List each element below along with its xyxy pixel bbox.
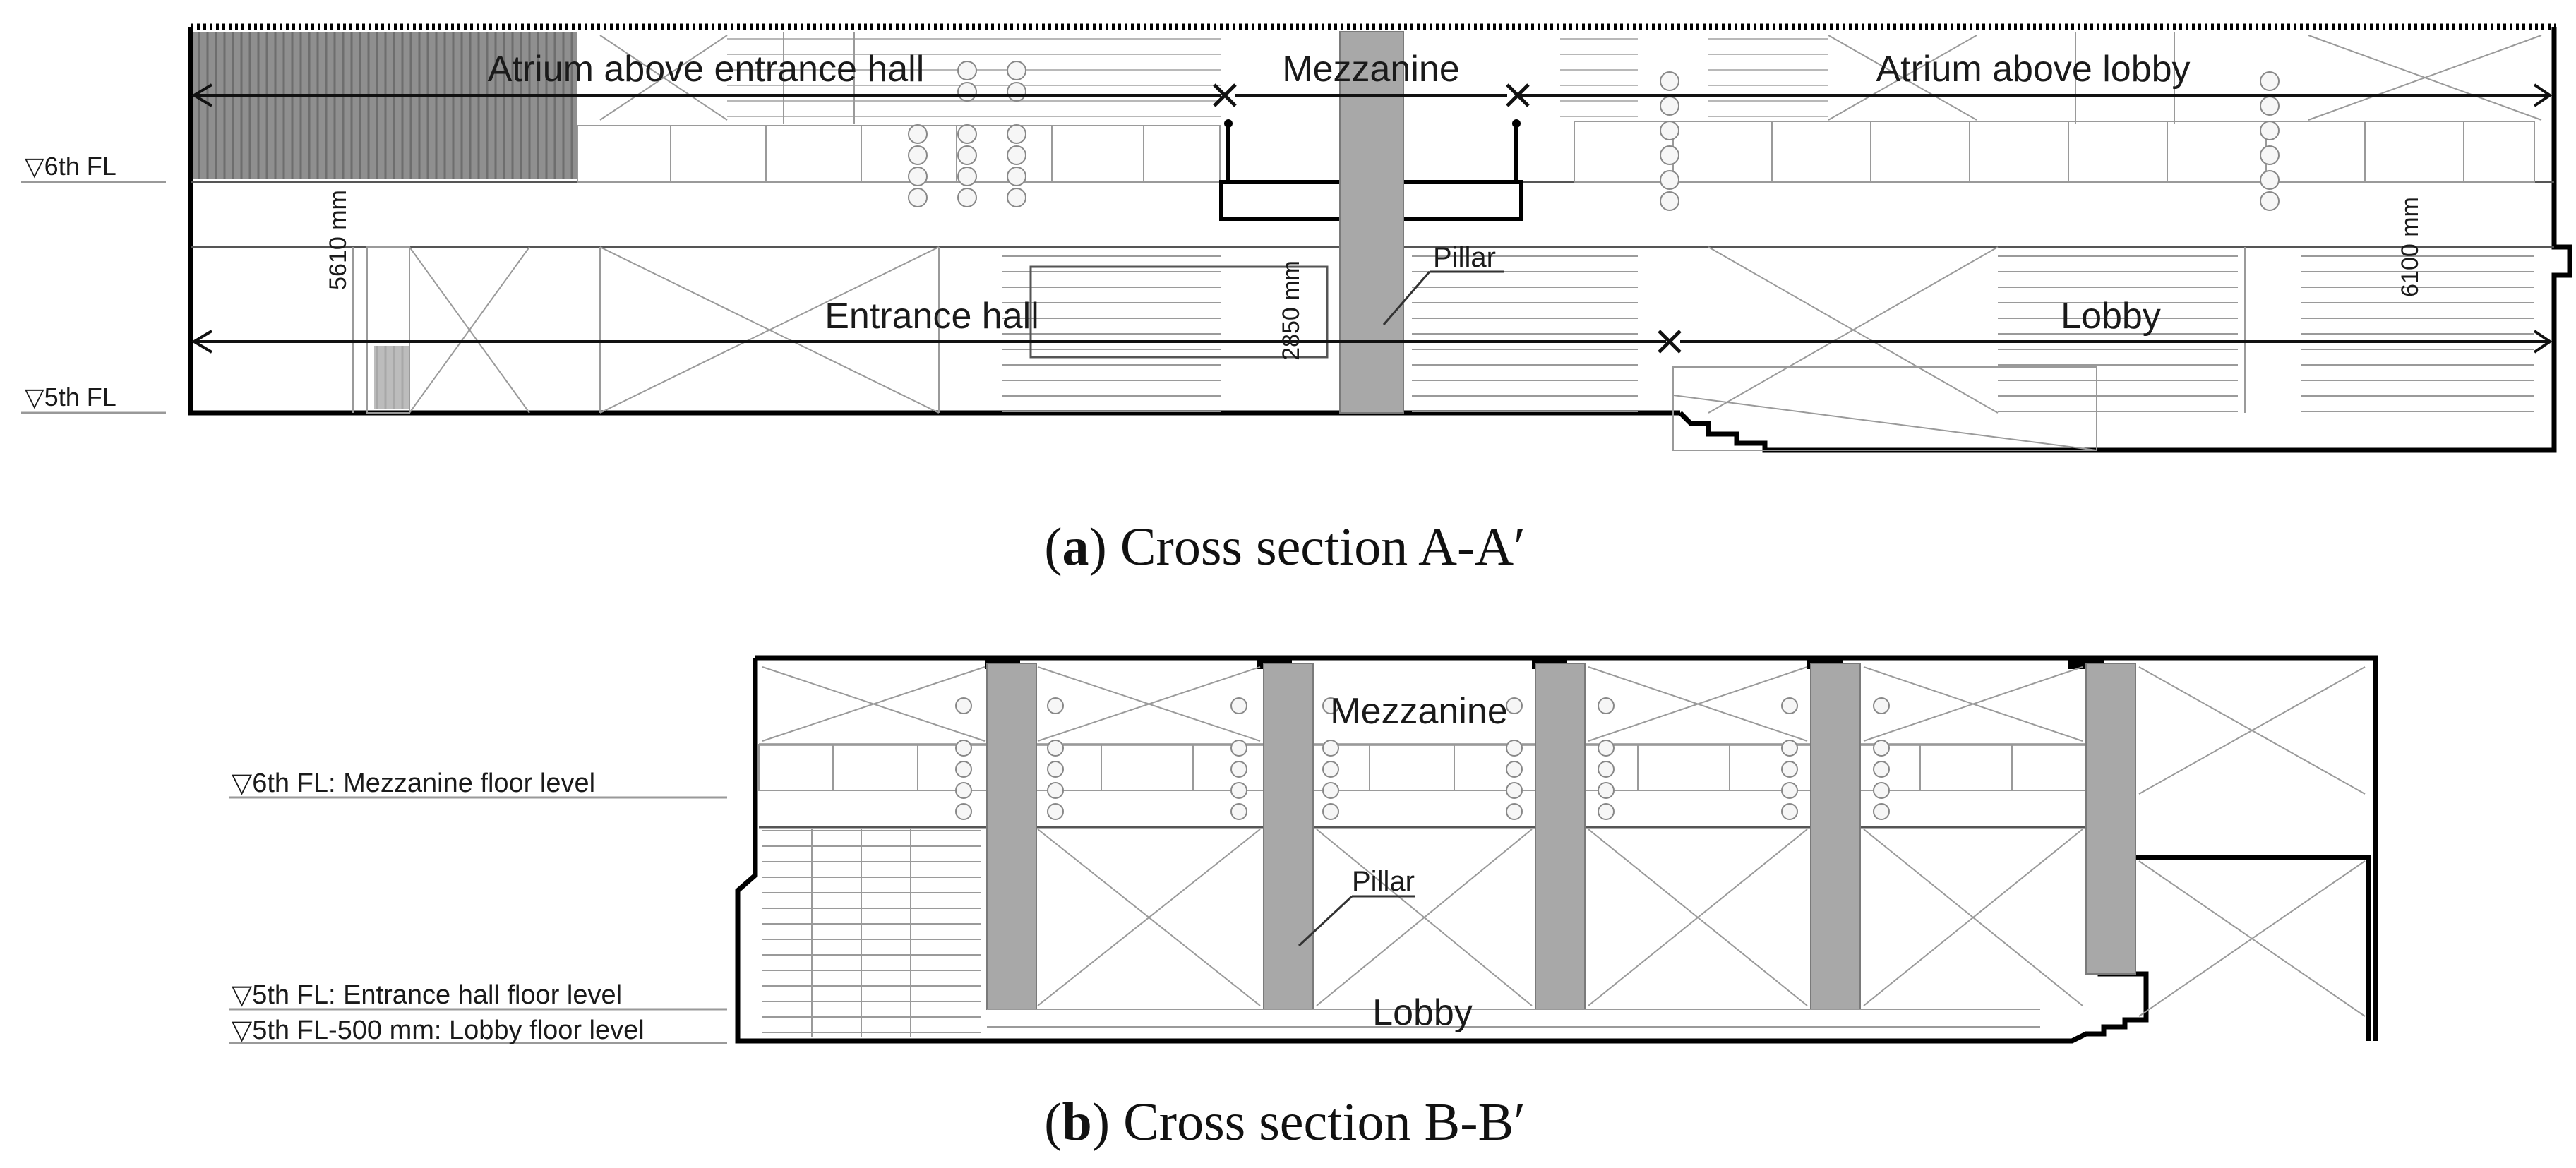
atrium-entrance-label: Atrium above entrance hall — [488, 49, 925, 90]
section-a-drawing — [21, 23, 2572, 453]
pillar-b1 — [986, 663, 1037, 1010]
mezzanine-label-b: Mezzanine — [1330, 691, 1507, 732]
section-b-drawing — [229, 655, 2378, 1044]
level-lobby-label-b: ▽5th FL-500 mm: Lobby floor level — [232, 1016, 645, 1045]
dimension-6100: 6100 mm — [2397, 197, 2424, 297]
pillar-b2 — [1263, 663, 1314, 1010]
caption-b-text: Cross section B-B′ — [1123, 1092, 1526, 1152]
caption-b: (b) Cross section B-B′ — [1044, 1092, 1526, 1152]
level-5th-label-a: ▽5th FL — [25, 383, 116, 411]
pillar-b5 — [2085, 663, 2136, 975]
atrium-wall-hatch — [191, 32, 577, 179]
pillar-b4 — [1810, 663, 1861, 1010]
mezzanine-label-a: Mezzanine — [1282, 49, 1459, 90]
caption-a-text: Cross section A-A′ — [1120, 517, 1526, 577]
caption-b-letter: b — [1062, 1092, 1091, 1152]
dimension-5610: 5610 mm — [325, 190, 352, 290]
level-6th-label-b: ▽6th FL: Mezzanine floor level — [232, 769, 595, 798]
pillar-b3 — [1535, 663, 1586, 1010]
level-5th-label-b: ▽5th FL: Entrance hall floor level — [232, 980, 622, 1010]
atrium-lobby-label: Atrium above lobby — [1876, 49, 2190, 90]
level-6th-label-a: ▽6th FL — [25, 152, 116, 181]
dimension-2850: 2850 mm — [1278, 260, 1305, 361]
pillar-label-b: Pillar — [1352, 866, 1415, 897]
caption-a: (a) Cross section A-A′ — [1044, 517, 1526, 577]
lobby-label-a: Lobby — [2061, 296, 2161, 337]
entrance-hall-label: Entrance hall — [825, 296, 1039, 337]
caption-a-letter: a — [1062, 517, 1089, 577]
pillar-label-a: Pillar — [1433, 242, 1496, 273]
pendant-lights-right — [1660, 71, 2280, 211]
lobby-label-b: Lobby — [1372, 992, 1473, 1033]
